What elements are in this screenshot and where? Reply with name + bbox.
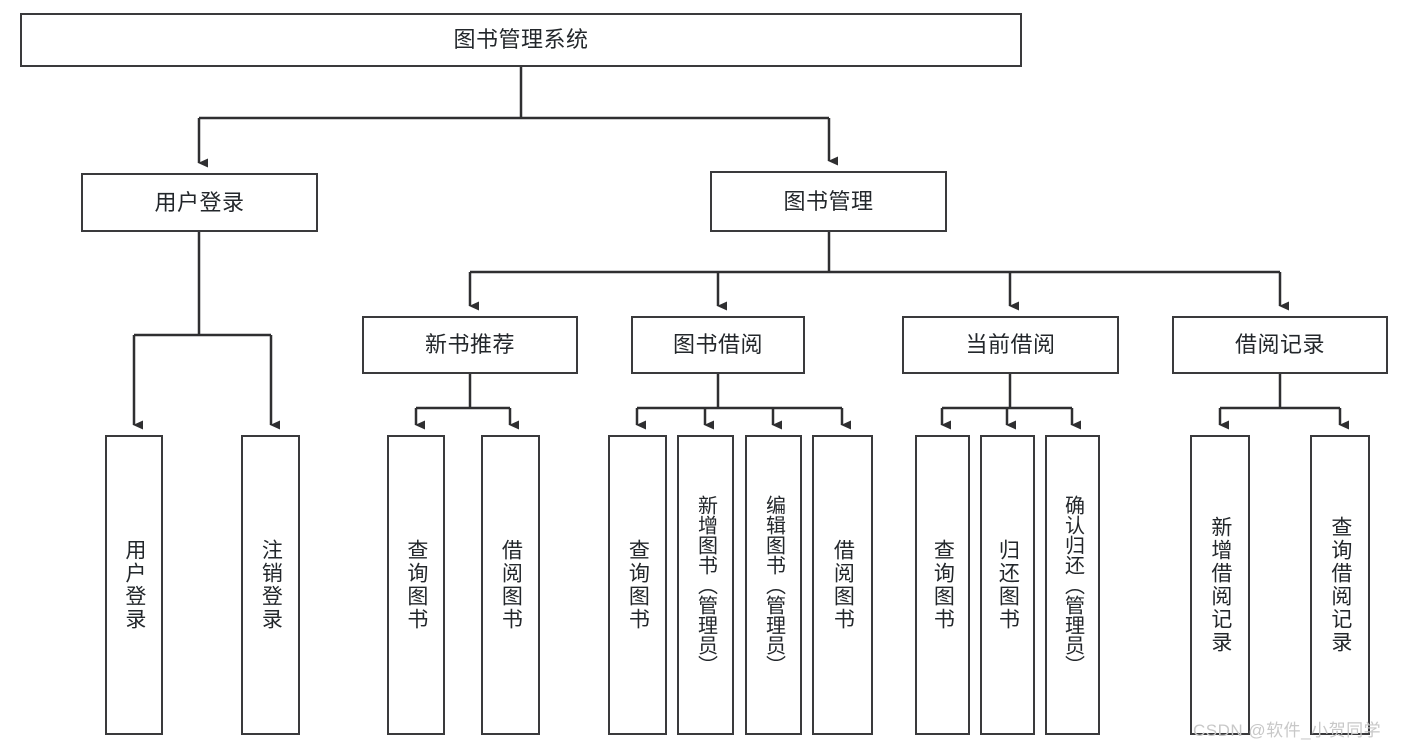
leaf-add-record[interactable]: 新增借阅记录 (1190, 435, 1250, 735)
node-label: 新增借阅记录 (1208, 516, 1232, 654)
leaf-logout[interactable]: 注销登录 (241, 435, 300, 735)
leaf-query-book-3[interactable]: 查询图书 (915, 435, 970, 735)
node-label: 图书借阅 (672, 332, 763, 358)
node-label: 确认归还（管理员） (1061, 495, 1084, 675)
node-label: 查询图书 (626, 539, 650, 631)
node-borrow-record[interactable]: 借阅记录 (1172, 316, 1388, 374)
leaf-confirm-return[interactable]: 确认归还（管理员） (1045, 435, 1100, 735)
node-label: 借阅图书 (499, 539, 523, 631)
node-label: 归还图书 (996, 539, 1020, 631)
node-label: 用户登录 (122, 539, 146, 631)
leaf-query-book-1[interactable]: 查询图书 (387, 435, 445, 735)
node-label: 当前借阅 (965, 332, 1056, 358)
leaf-edit-book[interactable]: 编辑图书（管理员） (745, 435, 802, 735)
node-label: 借阅图书 (831, 539, 855, 631)
node-label: 查询图书 (404, 539, 428, 631)
node-label: 新书推荐 (424, 332, 515, 358)
leaf-user-login[interactable]: 用户登录 (105, 435, 163, 735)
node-label: 注销登录 (259, 539, 283, 631)
node-book-borrow[interactable]: 图书借阅 (631, 316, 805, 374)
node-label: 查询借阅记录 (1328, 516, 1352, 654)
node-root-system[interactable]: 图书管理系统 (20, 13, 1022, 67)
node-user-login[interactable]: 用户登录 (81, 173, 318, 232)
node-label: 编辑图书（管理员） (762, 495, 785, 675)
node-label: 图书管理 (783, 188, 874, 214)
leaf-query-book-2[interactable]: 查询图书 (608, 435, 667, 735)
node-label: 借阅记录 (1234, 332, 1325, 358)
leaf-borrow-book-2[interactable]: 借阅图书 (812, 435, 873, 735)
node-label: 图书管理系统 (453, 27, 589, 53)
node-label: 新增图书（管理员） (694, 495, 717, 675)
leaf-borrow-book-1[interactable]: 借阅图书 (481, 435, 540, 735)
node-label: 查询图书 (931, 539, 955, 631)
node-label: 用户登录 (154, 189, 245, 215)
leaf-return-book[interactable]: 归还图书 (980, 435, 1035, 735)
node-book-management[interactable]: 图书管理 (710, 171, 947, 232)
node-current-borrow[interactable]: 当前借阅 (902, 316, 1119, 374)
leaf-query-record[interactable]: 查询借阅记录 (1310, 435, 1370, 735)
watermark: CSDN @软件_小贺同学 (1193, 721, 1382, 740)
leaf-add-book[interactable]: 新增图书（管理员） (677, 435, 734, 735)
node-new-book-recommend[interactable]: 新书推荐 (362, 316, 578, 374)
